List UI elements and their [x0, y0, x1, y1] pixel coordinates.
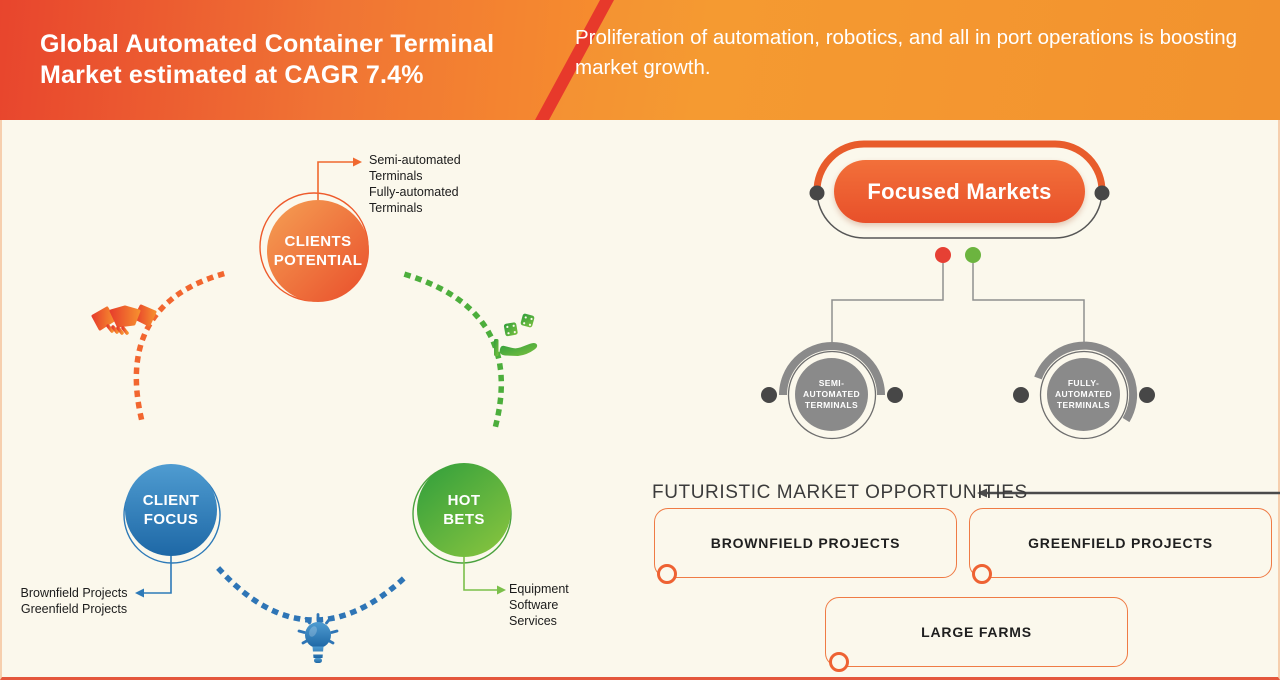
client-focus-note: Brownfield Projects Greenfield Projects	[12, 585, 136, 617]
note-line: Software	[509, 598, 559, 612]
branch-left-connector	[831, 263, 944, 344]
market-subtitle: Proliferation of automation, robotics, a…	[575, 26, 1238, 79]
semi-automated-terminal-node: SEMI- AUTOMATED TERMINALS	[795, 358, 868, 431]
futuristic-arrowhead	[977, 488, 987, 498]
futuristic-heading: FUTURISTIC MARKET OPPORTUNITIES	[652, 482, 1028, 503]
semi-terminal-right-dot	[887, 387, 903, 403]
header-left-gradient	[0, 0, 600, 120]
strategy-arc-blue	[216, 566, 406, 623]
client-focus-connector	[144, 556, 172, 594]
semi-terminal-label-line2: TERMINALS	[804, 400, 859, 410]
diagram-decorations	[91, 140, 1280, 663]
hand-dice-icon	[494, 313, 538, 356]
client-focus-arrowhead	[135, 588, 144, 598]
market-title-line1: Global Automated Container Terminal	[40, 30, 495, 58]
note-line: Semi-automated	[369, 153, 461, 167]
clients-potential-label-line1: CLIENTS	[284, 233, 352, 250]
brownfield-ornament-circle	[657, 564, 677, 584]
large-farms-ornament-circle	[829, 652, 849, 672]
clients-potential-connector	[317, 161, 353, 200]
fully-terminal-ring	[1039, 350, 1129, 440]
fully-automated-terminal-node: FULLY- AUTOMATED TERMINALS	[1047, 358, 1120, 431]
greenfield-ornament-circle	[972, 564, 992, 584]
hot-bets-circle: HOT BETS	[417, 463, 511, 557]
note-line: Greenfield Projects	[20, 602, 128, 616]
semi-terminal-ring	[787, 350, 877, 440]
fully-terminal-left-dot	[1013, 387, 1029, 403]
header-banner: Global Automated Container Terminal Mark…	[0, 0, 1280, 120]
note-line: Fully-automated	[369, 185, 459, 199]
pill-left-dot	[809, 185, 825, 201]
clients-potential-label-line2: POTENTIAL	[273, 252, 363, 269]
note-line: Equipment	[509, 582, 569, 596]
branch-green-dot	[965, 247, 981, 263]
note-line: Services	[509, 614, 557, 628]
client-focus-label-line2: FOCUS	[143, 511, 199, 528]
clients-potential-circle: CLIENTS POTENTIAL	[267, 200, 369, 302]
semi-terminal-left-dot	[761, 387, 777, 403]
hot-bets-label-line1: HOT	[447, 492, 481, 509]
hot-bets-arrowhead	[497, 585, 506, 595]
strategy-arc-orange	[133, 268, 234, 421]
large-farms-box: LARGE FARMS	[825, 597, 1128, 667]
fully-terminal-label-line1: FULLY- AUTOMATED	[1054, 378, 1113, 399]
strategy-arc-green	[403, 271, 504, 436]
semi-terminal-arc	[779, 342, 885, 396]
branch-right-connector	[972, 263, 1085, 344]
client-focus-circle: CLIENT FOCUS	[125, 464, 217, 556]
focused-markets-pill: Focused Markets	[834, 160, 1085, 223]
infographic-body: CLIENTS POTENTIAL Semi-automated Termina…	[0, 120, 1280, 680]
pill-right-dot	[1094, 185, 1110, 201]
market-title: Global Automated Container Terminal Mark…	[40, 29, 494, 91]
lightbulb-icon	[297, 613, 339, 663]
hot-bets-note: Equipment Software Services	[509, 581, 569, 629]
hot-bets-label-line2: BETS	[443, 511, 485, 528]
note-line: Terminals	[369, 169, 423, 183]
fully-terminal-label-line2: TERMINALS	[1056, 400, 1111, 410]
clients-potential-arrowhead	[353, 157, 362, 167]
branch-red-dot	[935, 247, 951, 263]
greenfield-box: GREENFIELD PROJECTS	[969, 508, 1272, 578]
client-focus-label-line1: CLIENT	[142, 492, 200, 509]
fully-terminal-arc	[1034, 341, 1138, 423]
brownfield-box: BROWNFIELD PROJECTS	[654, 508, 957, 578]
hot-bets-connector	[463, 557, 497, 591]
note-line: Terminals	[369, 201, 423, 215]
fully-terminal-right-dot	[1139, 387, 1155, 403]
clients-potential-note: Semi-automated Terminals Fully-automated…	[369, 152, 461, 216]
note-line: Brownfield Projects	[20, 586, 128, 600]
market-title-line2: Market estimated at CAGR 7.4%	[40, 61, 424, 89]
handshake-icon	[91, 304, 157, 335]
semi-terminal-label-line1: SEMI- AUTOMATED	[802, 378, 861, 399]
focused-markets-arc	[813, 140, 1106, 196]
